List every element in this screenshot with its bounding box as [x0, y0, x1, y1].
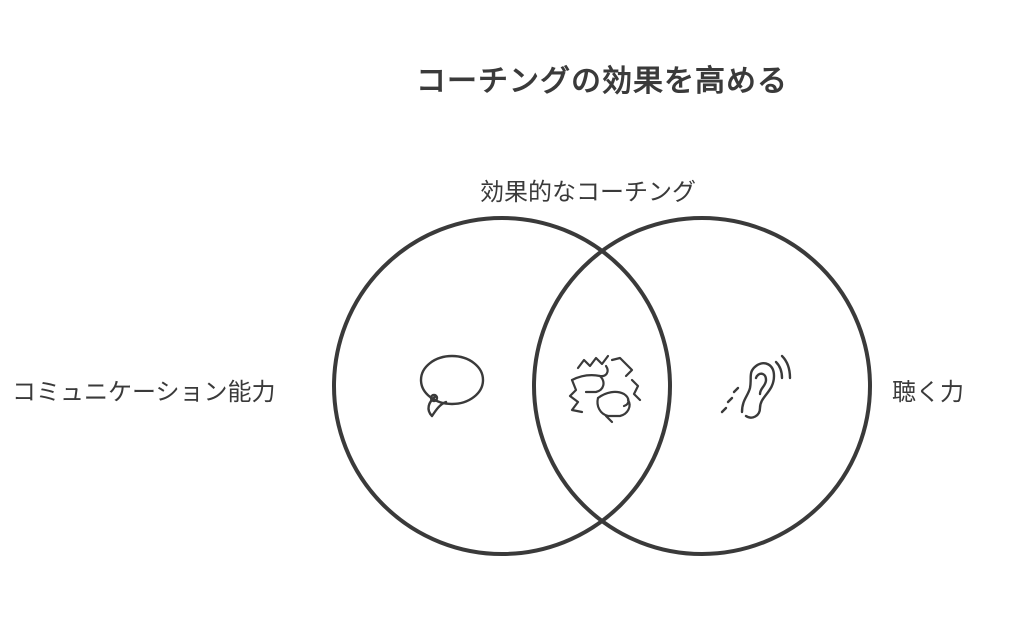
diagram-title: コーチングの効果を高める	[416, 64, 788, 99]
left-circle-label: コミュニケーション能力	[12, 378, 276, 406]
fist-bump-icon	[568, 354, 642, 424]
right-circle-label: 聴く力	[892, 378, 964, 406]
intersection-label: 効果的なコーチング	[480, 178, 696, 206]
right-circle	[532, 216, 872, 556]
left-circle	[332, 216, 672, 556]
ear-icon	[720, 354, 792, 419]
speech-bubble-icon	[419, 354, 485, 418]
